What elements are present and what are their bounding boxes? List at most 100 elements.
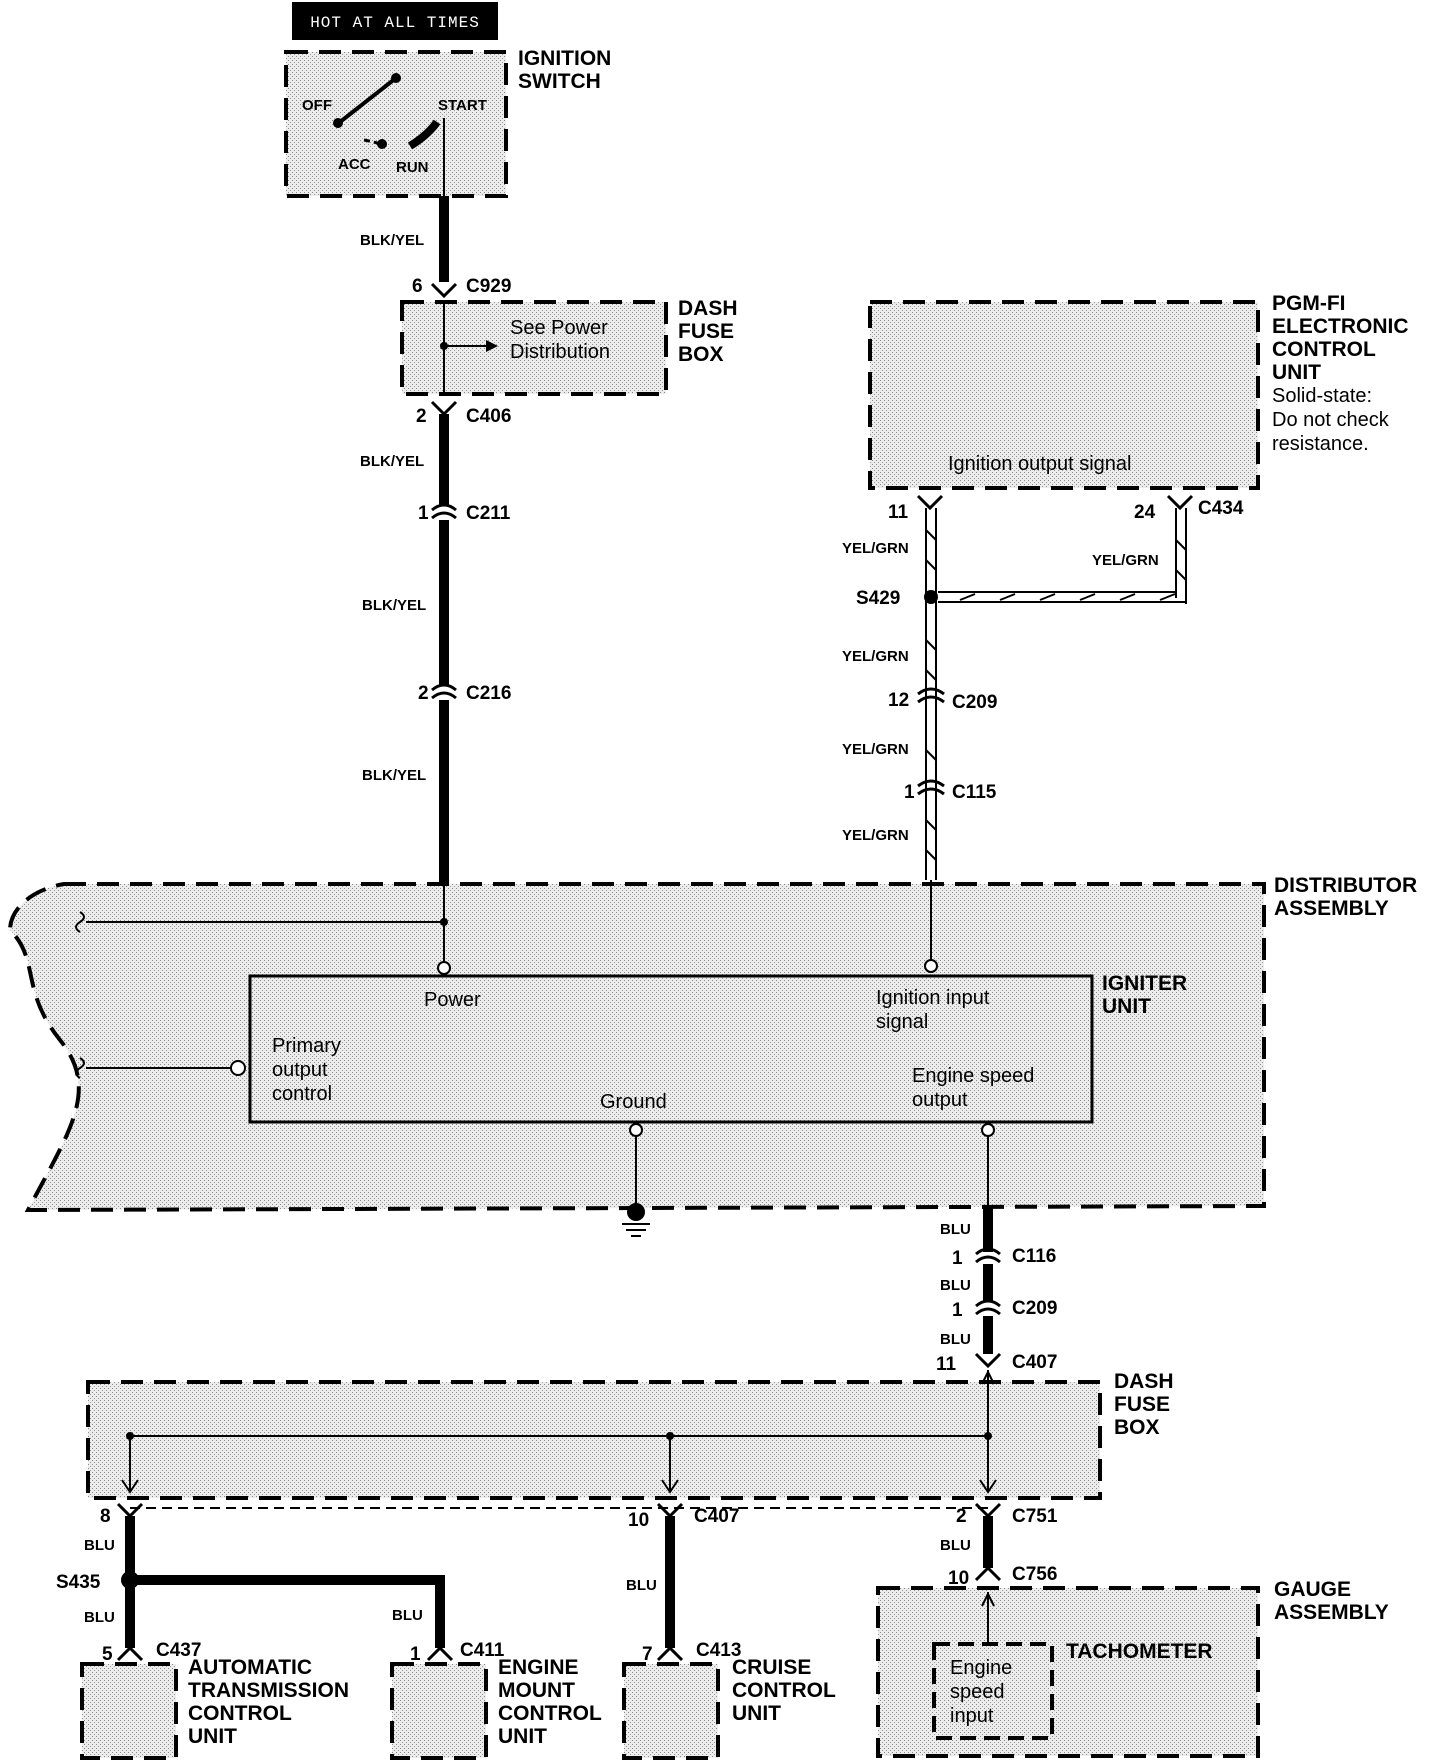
svg-text:Power: Power	[424, 989, 481, 1011]
svg-text:Solid-state:: Solid-state:	[1272, 385, 1372, 407]
connector-pin: 10	[948, 1568, 969, 1589]
wire-label: BLU	[940, 1537, 971, 1554]
wire-label: BLK/YEL	[360, 232, 424, 249]
svg-text:Engine speed: Engine speed	[912, 1065, 1034, 1087]
svg-text:TRANSMISSION: TRANSMISSION	[188, 1679, 349, 1702]
connector-c211: C211	[466, 503, 511, 524]
connector-c411: C411	[460, 1640, 505, 1661]
svg-text:UNIT: UNIT	[188, 1725, 237, 1748]
connector-pin: 11	[936, 1354, 957, 1375]
connector-pin: 1	[904, 782, 915, 803]
connector-pin: 1	[952, 1248, 963, 1269]
svg-text:resistance.: resistance.	[1272, 433, 1369, 455]
svg-text:START: START	[438, 97, 487, 114]
wire-yel-grn	[925, 508, 1187, 880]
connector-pin: 1	[410, 1644, 421, 1665]
connector-c407-lower: C407	[694, 1506, 739, 1527]
connector-pin: 11	[888, 502, 909, 523]
connector-c413: C413	[696, 1640, 741, 1661]
svg-text:ASSEMBLY: ASSEMBLY	[1274, 1601, 1389, 1624]
connector-pin: 2	[416, 406, 427, 427]
svg-text:PGM-FI: PGM-FI	[1272, 292, 1346, 315]
svg-text:IGNITION: IGNITION	[518, 47, 611, 70]
svg-text:ELECTRONIC: ELECTRONIC	[1272, 315, 1409, 338]
svg-text:HOT AT ALL TIMES: HOT AT ALL TIMES	[310, 14, 480, 32]
engine-mount-control-unit: ENGINE MOUNT CONTROL UNIT	[390, 1656, 602, 1760]
svg-text:BOX: BOX	[1114, 1416, 1160, 1439]
svg-text:ACC: ACC	[338, 156, 371, 173]
svg-text:TACHOMETER: TACHOMETER	[1066, 1640, 1213, 1663]
svg-text:FUSE: FUSE	[678, 320, 734, 343]
wire-label: BLK/YEL	[360, 453, 424, 470]
svg-text:output: output	[272, 1059, 328, 1081]
svg-text:IGNITER: IGNITER	[1102, 972, 1187, 995]
svg-text:MOUNT: MOUNT	[498, 1679, 575, 1702]
pgm-fi-ecu: PGM-FI ELECTRONIC CONTROL UNIT Solid-sta…	[868, 292, 1409, 490]
connector-c216: C216	[466, 683, 511, 704]
svg-text:RUN: RUN	[396, 159, 429, 176]
connector-c209: C209	[952, 692, 997, 713]
connector-c407: C407	[1012, 1352, 1057, 1373]
connector-pin: 12	[888, 690, 909, 711]
wire-label: BLU	[940, 1277, 971, 1294]
wire-label: YEL/GRN	[842, 741, 909, 758]
svg-text:Distribution: Distribution	[510, 341, 610, 363]
gauge-assembly: GAUGE ASSEMBLY TACHOMETER Engine speed i…	[876, 1578, 1389, 1758]
connector-c751: C751	[1012, 1506, 1058, 1527]
svg-text:Do not check: Do not check	[1272, 409, 1390, 431]
connector-pin: 8	[100, 1506, 111, 1527]
svg-text:UNIT: UNIT	[732, 1702, 781, 1725]
connector-pin: 2	[956, 1506, 967, 1527]
wire-label: BLU	[84, 1537, 115, 1554]
ignition-switch: IGNITION SWITCH OFF START ACC RUN	[284, 47, 611, 198]
svg-text:OFF: OFF	[302, 97, 332, 114]
connector-pin: 2	[418, 683, 429, 704]
svg-text:CRUISE: CRUISE	[732, 1656, 811, 1679]
svg-text:UNIT: UNIT	[1102, 995, 1151, 1018]
svg-text:ASSEMBLY: ASSEMBLY	[1274, 897, 1389, 920]
hot-at-all-times-banner: HOT AT ALL TIMES	[292, 2, 498, 40]
automatic-transmission-control-unit: AUTOMATIC TRANSMISSION CONTROL UNIT	[80, 1656, 349, 1760]
connector-pin: 1	[952, 1300, 963, 1321]
connector-pin: 7	[642, 1644, 653, 1665]
svg-text:CONTROL: CONTROL	[188, 1702, 292, 1725]
svg-text:See Power: See Power	[510, 317, 608, 339]
splice-s429	[924, 590, 938, 604]
svg-text:CONTROL: CONTROL	[498, 1702, 602, 1725]
svg-text:Ignition output signal: Ignition output signal	[948, 453, 1131, 475]
wire-label: YEL/GRN	[842, 827, 909, 844]
svg-text:UNIT: UNIT	[1272, 361, 1321, 384]
wire-label: YEL/GRN	[842, 648, 909, 665]
svg-text:BOX: BOX	[678, 343, 724, 366]
svg-text:UNIT: UNIT	[498, 1725, 547, 1748]
connector-c406: C406	[466, 406, 511, 427]
svg-text:Primary: Primary	[272, 1035, 341, 1057]
connector-pin: 1	[418, 503, 429, 524]
splice-label: S429	[856, 588, 900, 609]
igniter-unit: IGNITER UNIT Power Ignition input signal…	[248, 972, 1187, 1124]
svg-text:FUSE: FUSE	[1114, 1393, 1170, 1416]
svg-text:ENGINE: ENGINE	[498, 1656, 579, 1679]
svg-text:Ground: Ground	[600, 1091, 667, 1113]
svg-text:SWITCH: SWITCH	[518, 70, 601, 93]
connector-c209-lower: C209	[1012, 1298, 1057, 1319]
cruise-control-unit: CRUISE CONTROL UNIT	[622, 1656, 836, 1760]
wire-label: BLK/YEL	[362, 597, 426, 614]
wire-label: BLK/YEL	[362, 767, 426, 784]
tachometer-input-label: Engine	[950, 1657, 1012, 1679]
connector-pin: 10	[628, 1510, 649, 1531]
connector-c115: C115	[952, 782, 997, 803]
svg-text:input: input	[950, 1705, 994, 1727]
connector-c437: C437	[156, 1640, 201, 1661]
wire-label: BLU	[626, 1577, 657, 1594]
svg-text:output: output	[912, 1089, 968, 1111]
svg-text:DASH: DASH	[1114, 1370, 1174, 1393]
wire-label: BLU	[940, 1331, 971, 1348]
splice-label: S435	[56, 1572, 101, 1593]
svg-text:DISTRIBUTOR: DISTRIBUTOR	[1274, 874, 1417, 897]
dash-fuse-box-bottom: DASH FUSE BOX	[86, 1369, 1174, 1500]
ground-symbol	[622, 1123, 650, 1237]
svg-text:speed: speed	[950, 1681, 1005, 1703]
connector-c116: C116	[1012, 1246, 1056, 1267]
wire-label: YEL/GRN	[1092, 552, 1159, 569]
